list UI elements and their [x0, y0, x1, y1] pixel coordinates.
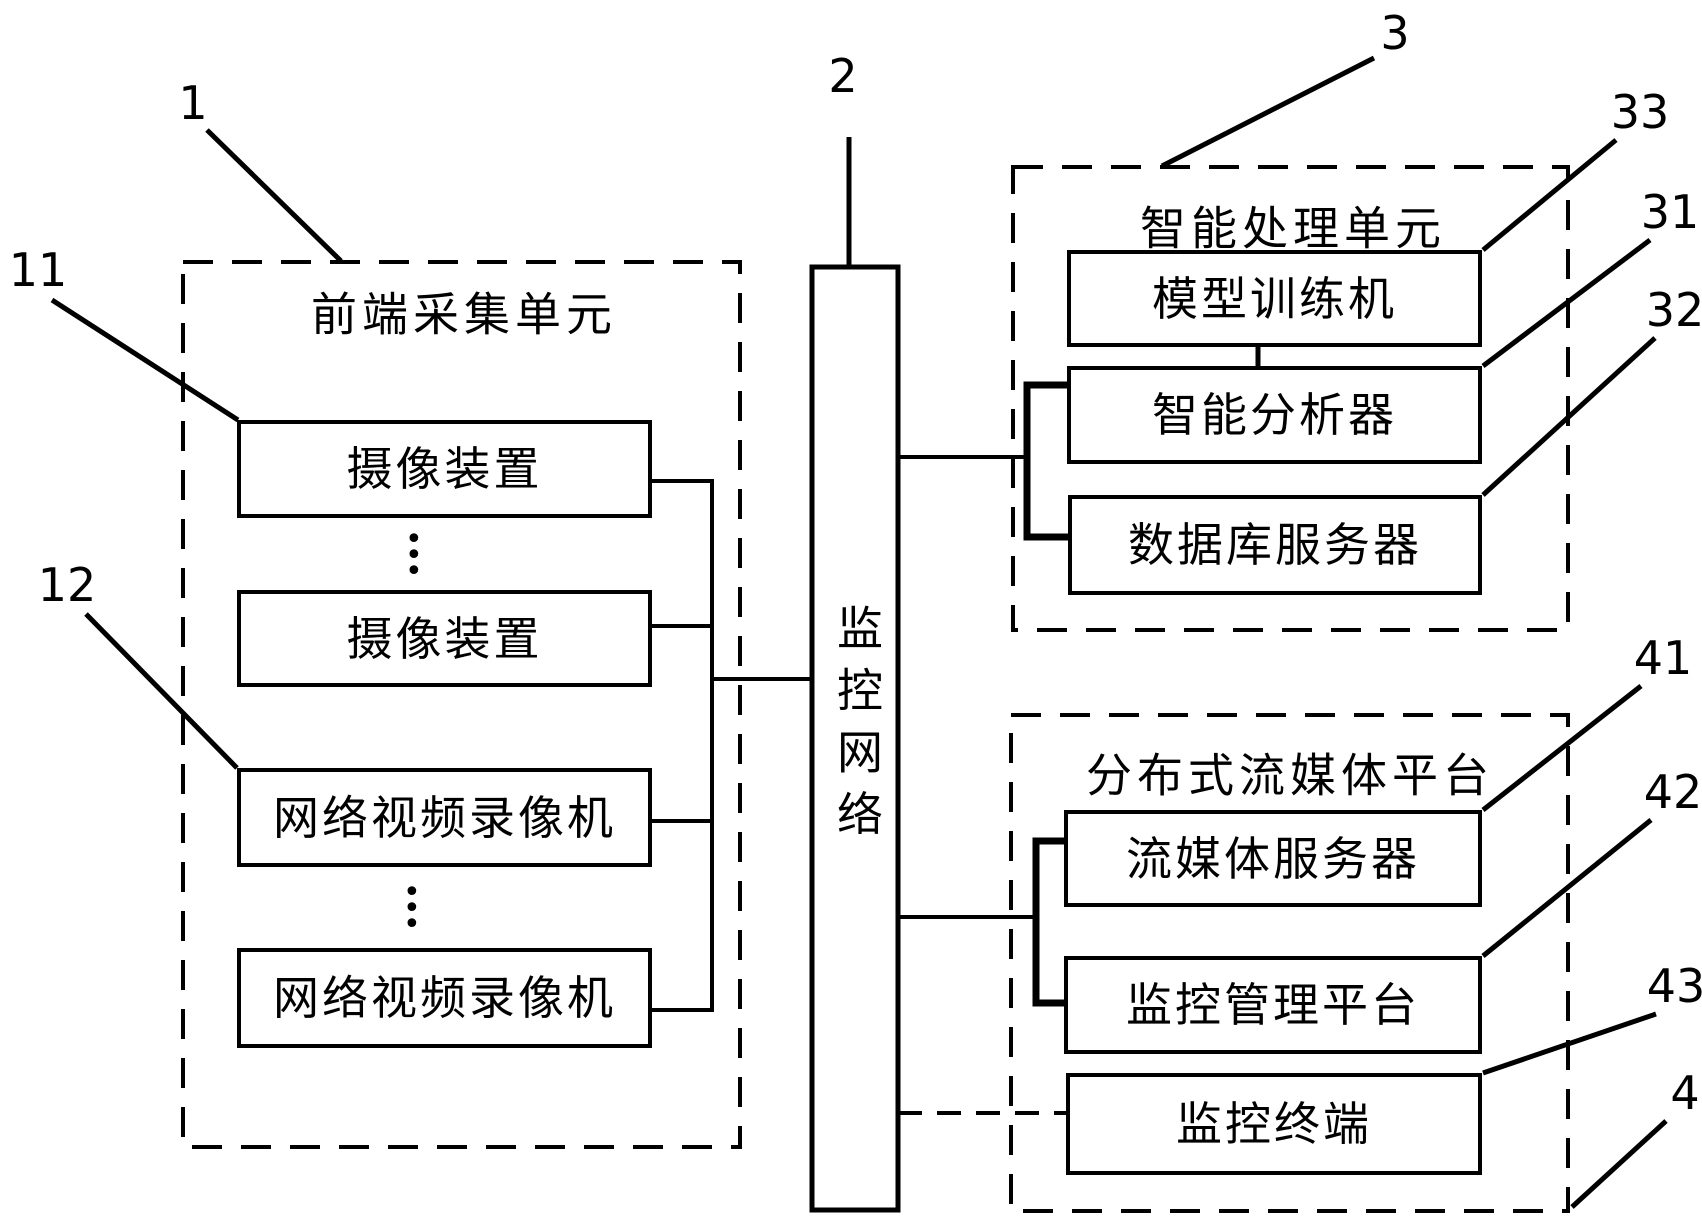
intelligent-bracket: [1023, 381, 1070, 541]
ref4-leader: [1570, 1119, 1668, 1209]
ref1-leader: [205, 128, 343, 263]
front-end-unit-title: 前端采集单元: [311, 287, 617, 342]
ref3-leader: [1160, 55, 1376, 169]
ref43-leader: [1482, 1011, 1657, 1076]
nvr-ellipsis: •••: [403, 875, 421, 942]
nvr1-label: 网络视频录像机: [273, 790, 616, 845]
ref41-label: 41: [1633, 631, 1693, 685]
nvr2-box: [237, 948, 652, 1048]
nvr2-label: 网络视频录像机: [273, 971, 616, 1025]
terminal-label: 监控终端: [1176, 1097, 1372, 1151]
camera2-label: 摄像装置: [346, 611, 543, 666]
mgmt-platform-label: 监控管理平台: [1126, 978, 1420, 1032]
intelligent-unit-title: 智能处理单元: [1140, 201, 1446, 256]
ref11-label: 11: [8, 243, 68, 297]
ref33-label: 33: [1610, 85, 1670, 139]
ref11-leader: [50, 297, 240, 423]
ref32-label: 32: [1645, 283, 1702, 337]
ref12-leader: [84, 612, 239, 770]
camera-ellipsis: •••: [405, 522, 423, 589]
ref31-label: 31: [1640, 185, 1700, 239]
ref4-label: 4: [1670, 1066, 1700, 1120]
ref33-leader: [1481, 138, 1618, 252]
ref3-label: 3: [1380, 6, 1410, 60]
database-box: [1068, 495, 1482, 595]
ref42-label: 42: [1643, 765, 1702, 819]
trainer-box: [1067, 250, 1482, 347]
streaming-platform-title: 分布式流媒体平台: [1086, 748, 1494, 803]
database-label: 数据库服务器: [1128, 518, 1422, 572]
analyzer-box: [1067, 366, 1482, 464]
ref41-leader: [1481, 684, 1643, 812]
ref31-leader: [1481, 238, 1652, 368]
nvr1-box: [237, 768, 652, 867]
ref42-leader: [1481, 818, 1653, 958]
camera1-label: 摄像装置: [346, 442, 543, 496]
ref43-label: 43: [1646, 959, 1702, 1013]
ref1-label: 1: [178, 76, 208, 130]
terminal-box: [1066, 1073, 1482, 1175]
media-server-box: [1064, 810, 1482, 907]
trainer-label: 模型训练机: [1152, 271, 1397, 326]
front-end-unit-boundary: [181, 260, 742, 1149]
analyzer-label: 智能分析器: [1152, 388, 1397, 442]
intelligent-unit-boundary: [1011, 165, 1570, 632]
network-label: 监控网络: [830, 604, 884, 852]
network-box: [809, 264, 901, 1213]
camera1-box: [237, 420, 652, 518]
media-server-label: 流媒体服务器: [1126, 831, 1420, 886]
streaming-bracket: [1032, 837, 1066, 1007]
streaming-platform-boundary: [1009, 713, 1570, 1213]
ref12-label: 12: [37, 558, 97, 612]
ref2-label: 2: [828, 49, 858, 103]
ref32-leader: [1481, 336, 1657, 497]
camera2-box: [237, 590, 652, 687]
